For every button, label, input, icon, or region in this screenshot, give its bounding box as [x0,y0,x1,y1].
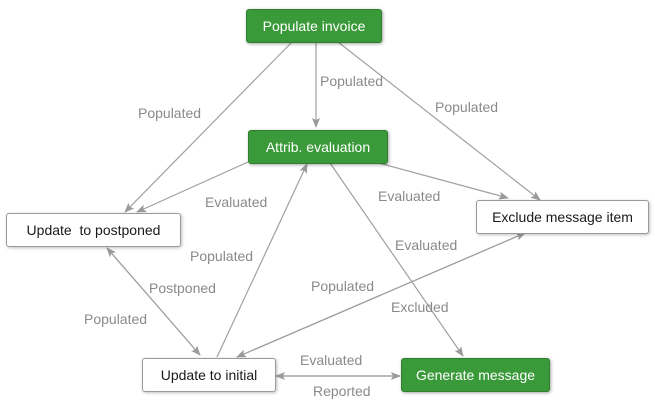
node-attrib-evaluation[interactable]: Attrib. evaluation [248,130,388,164]
edge-label-e2: Populated [138,105,202,121]
node-populate-invoice[interactable]: Populate invoice [246,9,382,43]
node-update-to-postponed[interactable]: Update to postponed [6,213,181,247]
edge-label-e13: Reported [313,383,371,399]
edge-e5 [374,161,509,200]
edge-label-e8: Postponed [149,280,216,296]
edge-label-e12: Evaluated [300,352,363,368]
edge-e2 [124,41,293,213]
edge-label-e1: Populated [320,73,384,89]
edge-e7 [216,163,308,358]
edge-e3 [337,41,541,201]
edge-label-e6: Evaluated [395,237,458,253]
edge-label-e10: Populated [311,278,375,294]
node-generate-message[interactable]: Generate message [401,358,550,392]
edge-label-e7: Populated [190,248,254,264]
node-update-to-initial[interactable]: Update to initial [142,358,276,392]
edge-e4 [136,161,249,213]
edge-e11 [236,232,526,358]
edge-label-e4: Evaluated [205,194,268,210]
edge-label-e3: Populated [435,99,499,115]
edge-e6 [329,162,464,357]
edge-label-e9: Populated [84,311,148,327]
node-exclude-message-item[interactable]: Exclude message item [476,200,649,234]
edge-label-e5: Evaluated [378,188,441,204]
edge-label-e11: Excluded [391,299,449,315]
edge-e9 [106,247,201,356]
